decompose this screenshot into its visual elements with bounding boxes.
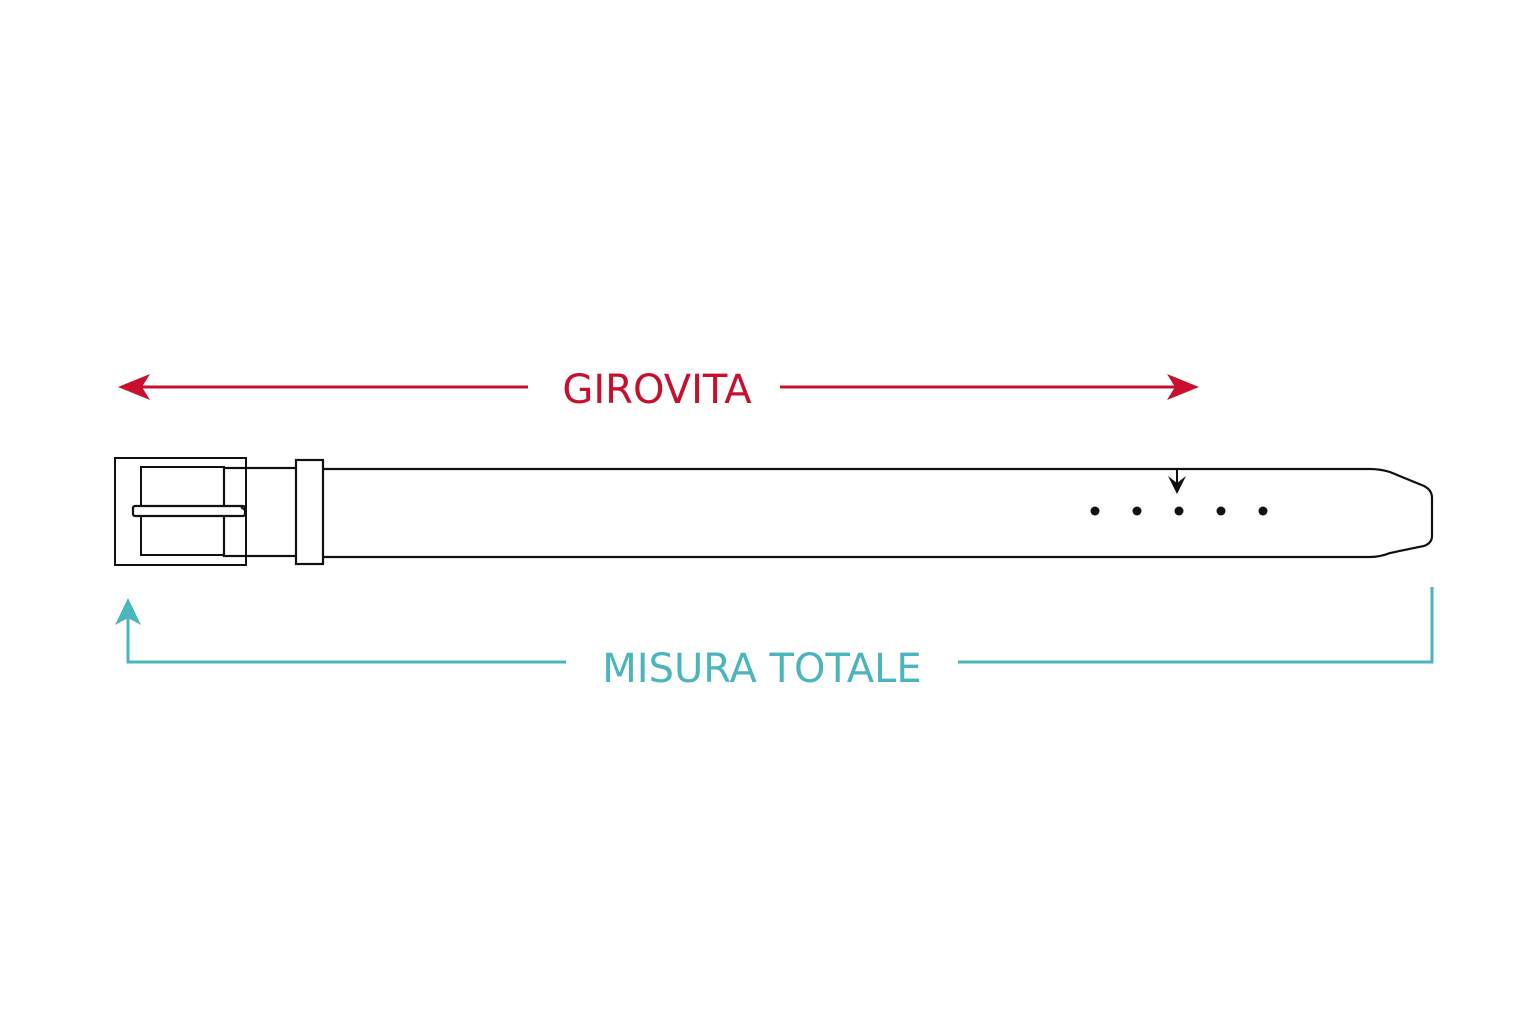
- belt-loop: [294, 458, 325, 566]
- waist-arrow-left-head: [118, 374, 150, 400]
- belt-hole: [1216, 506, 1226, 516]
- belt: [114, 457, 1434, 566]
- total-line-left: [126, 618, 566, 664]
- belt-hole: [1132, 506, 1142, 516]
- hole-marker-arrow-icon: [1168, 470, 1186, 494]
- belt-hole: [1090, 506, 1100, 516]
- belt-hole-marked: [1174, 506, 1184, 516]
- belt-hole: [1258, 506, 1268, 516]
- buckle-prong-tip: [240, 506, 247, 512]
- buckle-prong: [131, 504, 247, 518]
- waist-label: GIROVITA: [562, 367, 752, 413]
- waist-arrow-right-head: [1167, 374, 1199, 400]
- total-label: MISURA TOTALE: [602, 646, 921, 692]
- total-line-right: [958, 587, 1434, 664]
- belt-strap: [318, 467, 1434, 559]
- total-arrow-head: [115, 598, 141, 625]
- waist-measure: GIROVITA: [118, 367, 1199, 413]
- total-measure: MISURA TOTALE: [115, 587, 1434, 692]
- belt-holes: [1090, 506, 1268, 516]
